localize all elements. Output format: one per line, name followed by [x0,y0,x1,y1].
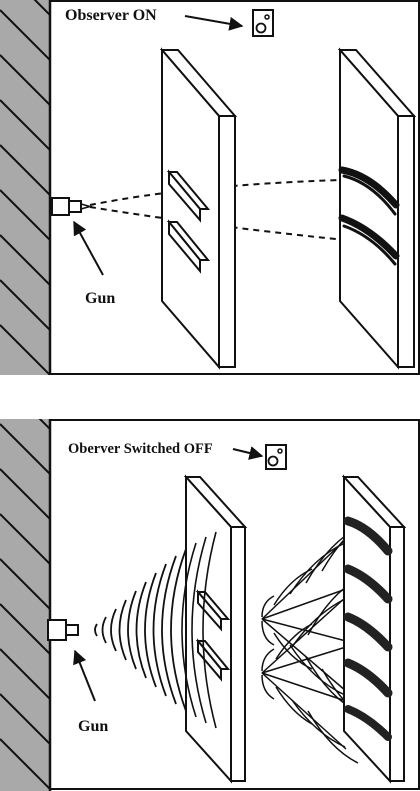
impact-bands [338,166,400,266]
observer-off-panel: Gun Oberver Switched OFF [0,419,420,791]
observer-pointer-arrow [184,15,244,31]
incoming-wavefronts [94,548,187,712]
interference-bands [343,516,393,741]
particle-gun [47,619,79,641]
observer-camera-icon [265,444,287,470]
observer-on-diagram: Gun Observer ON [0,0,420,375]
observer-label: Observer ON [65,7,157,24]
gun-pointer-arrow [73,220,104,276]
wall [0,419,52,791]
gun-label: Gun [78,718,108,735]
observer-pointer-arrow [232,446,264,460]
observer-label: Oberver Switched OFF [68,441,213,457]
particle-gun [51,197,93,216]
detector-screen [337,47,417,370]
detector-screen [341,474,407,784]
double-slit-barrier [183,474,248,784]
observer-on-panel: Gun Observer ON [0,0,420,375]
observer-camera-icon [252,9,274,37]
double-slit-barrier [159,47,238,370]
gun-label: Gun [85,290,115,307]
barrier-wavefronts [181,531,217,729]
observer-off-diagram: Gun Oberver Switched OFF [0,419,420,791]
wall [0,0,52,375]
gun-pointer-arrow [73,649,96,702]
